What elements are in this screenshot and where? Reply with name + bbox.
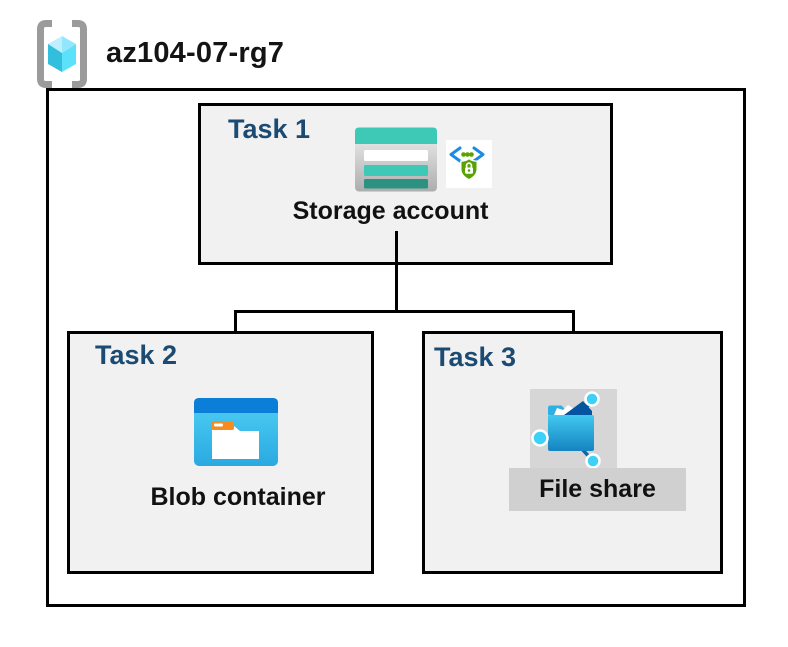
blob-container-label: Blob container [150, 483, 326, 511]
task-2-box: Task 2 Blob container [67, 331, 374, 574]
file-share-icon [531, 391, 601, 469]
connector-storage-stem [395, 231, 398, 312]
storage-account-icon [355, 127, 437, 192]
shared-access-signature-shield-icon [446, 140, 492, 188]
file-share-label: File share [509, 468, 686, 511]
task-3-label: Task 3 [434, 342, 517, 372]
task-2-label: Task 2 [95, 340, 178, 370]
file-share-icon-highlight [530, 389, 617, 469]
task-1-box: Task 1 Storage [198, 103, 613, 265]
task-3-box: Task 3 File sh [422, 331, 723, 574]
blob-container-icon [194, 398, 278, 466]
resource-group-icon [37, 20, 87, 88]
storage-account-label: Storage account [292, 197, 489, 225]
connector-horizontal [234, 310, 575, 313]
task-1-label: Task 1 [228, 114, 311, 144]
resource-group-name: az104-07-rg7 [106, 37, 285, 69]
